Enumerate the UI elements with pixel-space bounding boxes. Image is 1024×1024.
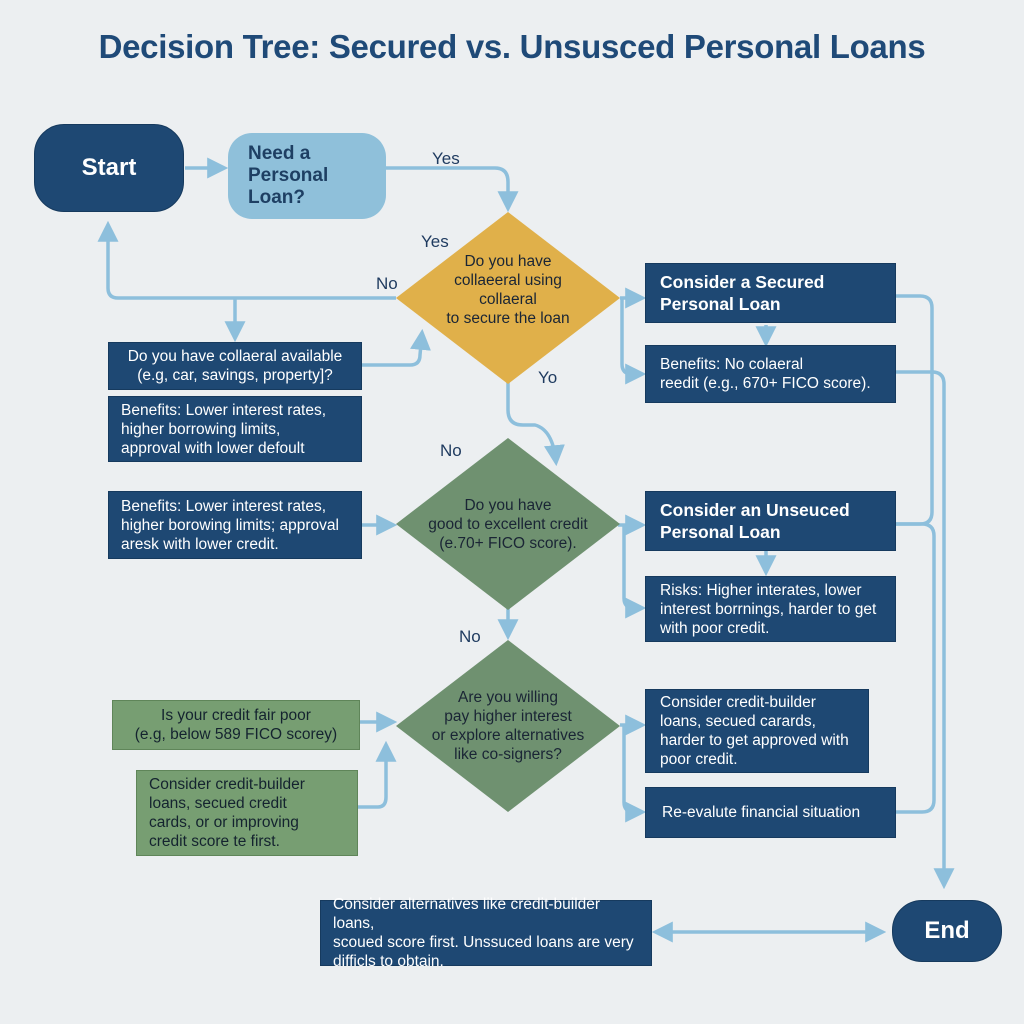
secured-loan-line-1: Consider a Secured (660, 272, 825, 292)
risks-line-3: with poor credit. (660, 619, 770, 637)
fair-poor-line-2: (e.g, below 589 FICO scorey) (134, 726, 338, 743)
credit-builder-right-line-1: Consider credit-builder (660, 694, 816, 711)
willing-question-line-3: or explore alternatives (431, 727, 585, 744)
label-no-mid: No (440, 441, 462, 460)
line-secured-to-right (896, 294, 934, 526)
arrow-no-to-start (97, 220, 396, 300)
start-label: Start (81, 154, 137, 181)
credit-builder-left-line-2: loans, secued credit (149, 795, 287, 812)
collateral-question-line-3: collaeral (479, 291, 537, 308)
arrow-builder-to-willing (358, 740, 397, 809)
end-label: End (924, 917, 970, 944)
reevaluate-label: Re-evalute financial situation (662, 804, 861, 821)
credit-builder-left-line-4: credit score te first. (149, 833, 280, 850)
arrow-branch-to-risks (622, 525, 647, 619)
label-yes-top: Yes (432, 149, 460, 168)
credit-builder-right-line-3: harder to get approved with (660, 732, 849, 749)
alternatives-box[interactable]: Consider alternatives like credit-builde… (320, 896, 652, 970)
collateral-question-line-1: Do you have (464, 253, 552, 270)
secured-loan-box[interactable]: Consider a Secured Personal Loan (645, 263, 896, 323)
willing-question-line-2: pay higher interest (444, 708, 572, 725)
unsecured-loan-box[interactable]: Consider an Unseuced Personal Loan (645, 491, 896, 551)
benefits-1-line-2: higher borrowing limits, (121, 420, 281, 438)
credit-builder-right-line-4: poor credit. (660, 751, 738, 768)
arrow-branch-to-secured-benefits (620, 298, 647, 385)
arrow-collateral-down (506, 382, 565, 467)
willing-question-line-4: like co-signers? (454, 746, 562, 763)
unsecured-loan-line-2: Personal Loan (660, 522, 781, 542)
arrow-branch-to-reevaluate (622, 725, 647, 823)
benefits-1-line-1: Benefits: Lower interest rates, (121, 401, 327, 419)
risks-line-1: Risks: Higher interates, lower (660, 581, 862, 599)
willing-question-line-1: Are you willing (458, 689, 558, 706)
line-unsecured-to-rail (896, 522, 936, 814)
credit-builder-box-right[interactable]: Consider credit-builder loans, secued ca… (645, 689, 869, 773)
arrow-collateral-available-up (362, 328, 431, 367)
alternatives-line-1: Consider alternatives like credit-builde… (333, 896, 601, 932)
label-yo: Yo (538, 368, 558, 387)
end-node[interactable]: End (892, 900, 1002, 962)
willing-question[interactable]: Are you willing pay higher interest or e… (418, 676, 598, 776)
arrow-right-rail-to-end (896, 370, 955, 890)
credit-builder-right-line-2: loans, secued carards, (660, 713, 816, 730)
reevaluate-box[interactable]: Re-evalute financial situation (645, 787, 896, 838)
benefits-2-line-3: aresk with lower credit. (121, 535, 279, 553)
collateral-question-line-2: collaeeral using (454, 272, 562, 289)
label-yes-mid: Yes (421, 232, 449, 251)
arrow-need-to-collateral (386, 166, 519, 213)
start-node[interactable]: Start (34, 124, 184, 212)
collateral-available-box[interactable]: Do you have collaeral available (e.g, ca… (108, 342, 362, 390)
risks-line-2: interest borrnings, harder to get (660, 600, 877, 618)
risks-box[interactable]: Risks: Higher interates, lower interest … (645, 576, 896, 642)
secured-loan-line-2: Personal Loan (660, 294, 781, 314)
fair-poor-line-1: Is your credit fair poor (161, 707, 311, 724)
benefits-2-line-2: higher borowing limits; approval (121, 516, 339, 534)
credit-builder-left-line-1: Consider credit-builder (149, 776, 305, 793)
credit-question[interactable]: Do you have good to excellent credit (e.… (420, 478, 596, 570)
secured-benefits-box[interactable]: Benefits: No colaeral reedit (e.g., 670+… (645, 345, 896, 403)
credit-question-line-3: (e.70+ FICO score). (439, 534, 577, 552)
need-loan-line-1: Need a (248, 143, 311, 164)
need-loan-node[interactable]: Need a Personal Loan? (228, 133, 386, 219)
collateral-question-diamond (396, 212, 620, 384)
credit-builder-left-line-3: cards, or or improving (149, 814, 299, 831)
benefits-2-line-1: Benefits: Lower interest rates, (121, 497, 327, 515)
label-no-left: No (376, 274, 398, 293)
credit-builder-box-left[interactable]: Consider credit-builder loans, secued cr… (136, 770, 358, 856)
benefits-box-2[interactable]: Benefits: Lower interest rates, higher b… (108, 491, 362, 559)
collateral-question[interactable]: Do you have collaeeral using collaeral t… (420, 240, 596, 340)
collateral-available-line-1: Do you have collaeral available (127, 348, 343, 365)
secured-benefits-line-1: Benefits: No colaeral (660, 356, 804, 373)
unsecured-loan-line-1: Consider an Unseuced (660, 500, 850, 520)
benefits-box-1[interactable]: Benefits: Lower interest rates, higher b… (108, 396, 362, 462)
need-loan-line-3: Loan? (248, 187, 305, 208)
credit-question-diamond (396, 438, 620, 610)
diagram-title: Decision Tree: Secured vs. Unsusced Pers… (98, 28, 926, 65)
willing-question-diamond (396, 640, 620, 812)
fair-poor-credit-box[interactable]: Is your credit fair poor (e.g, below 589… (112, 700, 360, 750)
collateral-available-line-2: (e.g, car, savings, property]? (137, 367, 333, 384)
label-no-lower: No (459, 627, 481, 646)
benefits-1-line-3: approval with lower defoult (121, 439, 305, 457)
credit-question-line-1: Do you have (464, 496, 552, 514)
need-loan-line-2: Personal (248, 165, 329, 186)
secured-benefits-line-2: reedit (e.g., 670+ FICO score). (660, 375, 871, 392)
collateral-question-line-4: to secure the loan (446, 310, 570, 327)
alternatives-line-3: difficls to obtain. (333, 953, 444, 970)
credit-question-line-2: good to excellent credit (428, 515, 588, 533)
alternatives-line-2: scoued score first. Unssuced loans are v… (333, 934, 634, 951)
